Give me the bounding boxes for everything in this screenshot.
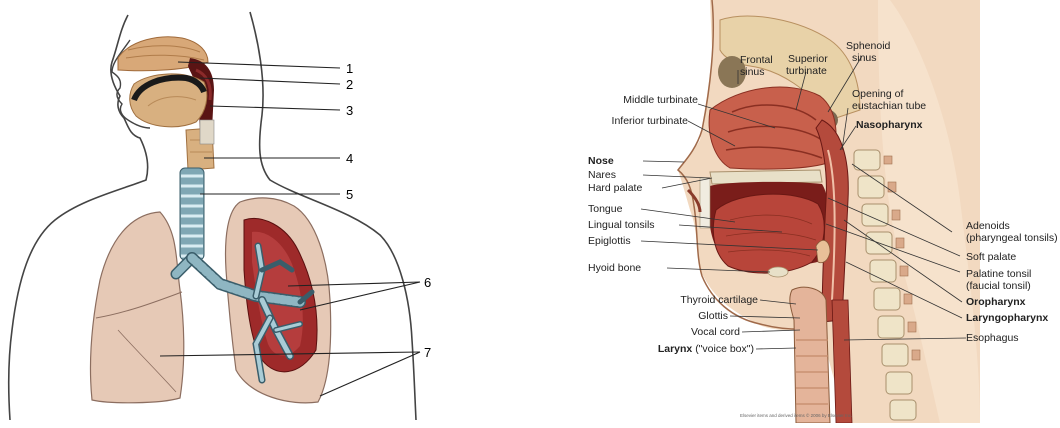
label-number-3: 3: [346, 103, 353, 118]
label-number-4: 4: [346, 151, 353, 166]
upper-airway-figure: Middle turbinate Inferior turbinate Nose…: [560, 0, 1060, 423]
label-number-5: 5: [346, 187, 353, 202]
label-thyroid-cartilage: Thyroid cartilage: [680, 294, 758, 306]
label-inferior-turbinate: Inferior turbinate: [612, 115, 689, 127]
label-number-1: 1: [346, 61, 353, 76]
label-tongue: Tongue: [588, 203, 623, 215]
label-larynx: Larynx ("voice box"): [658, 343, 754, 355]
label-oropharynx: Oropharynx: [966, 296, 1026, 308]
label-laryngopharynx: Laryngopharynx: [966, 312, 1048, 324]
label-adenoids-line1: Adenoids: [966, 220, 1010, 232]
label-superior-turbinate-line1: Superior: [788, 53, 828, 65]
respiratory-system-diagram: 1 2 3 4 5 6 7: [0, 0, 460, 423]
label-middle-turbinate: Middle turbinate: [623, 94, 698, 106]
label-palatine-tonsil-line2: (faucial tonsil): [966, 280, 1031, 292]
label-adenoids-line2: (pharyngeal tonsils): [966, 232, 1058, 244]
upper-airway-diagram: Middle turbinate Inferior turbinate Nose…: [560, 0, 1060, 423]
label-glottis: Glottis: [698, 310, 728, 322]
label-vocal-cord: Vocal cord: [691, 326, 740, 338]
label-frontal-sinus-line2: sinus: [740, 66, 765, 78]
trachea: [180, 168, 204, 260]
figure-credit: Elsevier items and derived items © 2006 …: [740, 412, 852, 418]
hyoid-shape: [768, 267, 788, 277]
label-hyoid-bone: Hyoid bone: [588, 262, 641, 274]
label-hard-palate: Hard palate: [588, 182, 642, 194]
label-soft-palate: Soft palate: [966, 251, 1016, 263]
label-superior-turbinate-line2: turbinate: [786, 65, 827, 77]
label-nares: Nares: [588, 169, 616, 181]
label-frontal-sinus-line1: Frontal: [740, 54, 773, 66]
larynx-shape: [790, 287, 830, 423]
label-nasopharynx: Nasopharynx: [856, 119, 923, 131]
label-number-6: 6: [424, 275, 431, 290]
tongue-shape: [713, 194, 824, 273]
label-sphenoid-sinus-line1: Sphenoid: [846, 40, 891, 52]
respiratory-system-figure: 1 2 3 4 5 6 7: [0, 0, 460, 423]
label-palatine-tonsil-line1: Palatine tonsil: [966, 268, 1031, 280]
label-esophagus: Esophagus: [966, 332, 1019, 344]
label-eustachian-line1: Opening of: [852, 88, 903, 100]
label-nose: Nose: [588, 155, 614, 167]
label-eustachian-line2: eustachian tube: [852, 100, 926, 112]
label-epiglottis: Epiglottis: [588, 235, 631, 247]
label-number-7: 7: [424, 345, 431, 360]
esophagus-shape: [832, 300, 852, 423]
label-number-2: 2: [346, 77, 353, 92]
label-sphenoid-sinus-line2: sinus: [852, 52, 877, 64]
label-lingual-tonsils: Lingual tonsils: [588, 219, 655, 231]
